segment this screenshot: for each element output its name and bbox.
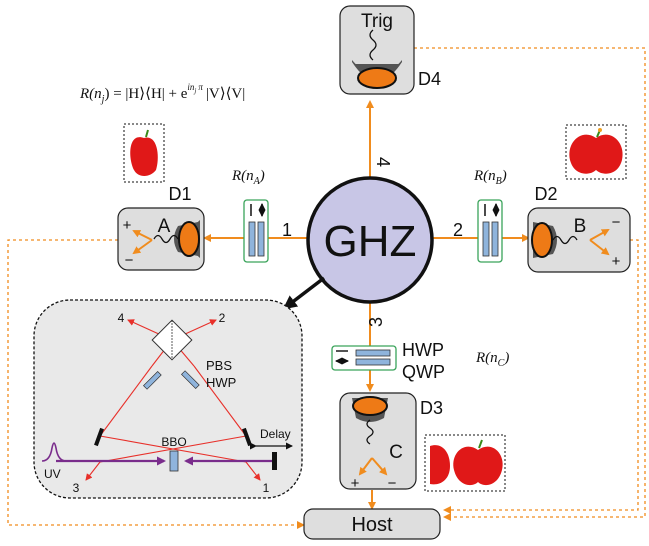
detector-d3: C + − D3 [339,392,443,492]
source-inset: PBS HWP BBO Delay UV 4 2 3 1 [33,299,303,499]
waveplate-a-1 [248,221,256,257]
d3-label: D3 [420,398,443,418]
waveplate-a-2 [257,221,265,257]
inset-uv-label: UV [44,467,61,481]
waveplate-c-2 [355,358,391,366]
d2-party: B [574,216,587,237]
inset-hwp-left [143,371,162,390]
waveplate-b-2 [491,221,499,257]
trig-fiber-icon [369,29,377,61]
inset-delay-label: Delay [260,427,291,441]
d2-label: D2 [534,184,557,204]
d2-plus: + [612,253,621,270]
d1-plus: + [123,217,132,234]
detector-d2: B − + D2 [527,184,631,273]
d1-party: A [158,216,171,237]
trig-lens-icon [357,67,397,89]
mirror-left [94,427,104,447]
inset-output-3: 3 [73,481,80,495]
inset-output-1: 1 [263,481,270,495]
inset-output-2: 2 [219,311,226,325]
rotation-label-a: R(nA) [231,168,265,187]
mirror-right [242,427,252,447]
pbs-icon [151,319,193,361]
apple-a-icon [123,123,165,183]
port-4: 4 [373,157,393,167]
d3-party: C [389,442,403,463]
d1-label: D1 [168,184,191,204]
inset-output-4: 4 [118,311,125,325]
detector-d1: A + − D1 [117,184,205,271]
port-3: 3 [366,317,386,327]
rotation-label-c: R(nC) [475,350,509,369]
port-2: 2 [453,220,463,240]
apple-b-icon [565,124,627,180]
signal-line-d2 [443,239,639,514]
d3-lens-icon [352,396,388,416]
d3-minus: − [388,475,397,492]
ghz-label: GHZ [324,217,417,266]
waveplate-b-1 [482,221,490,257]
inset-hwp-right [181,370,200,389]
qwp-label: QWP [402,362,445,382]
d1-fiber-icon [153,234,179,244]
d1-minus: − [125,252,134,269]
signal-line-trig [414,47,646,521]
inset-hwp-label: HWP [206,375,236,390]
waveplates-a [243,200,268,263]
rotation-label-b: R(nB) [473,168,507,187]
port-1: 1 [282,220,292,240]
bbo-crystal [169,450,179,472]
d2-lens-icon [531,222,553,258]
host: Host [303,508,441,540]
pump-mirror [272,452,277,470]
waveplate-c-1 [355,349,391,357]
signal-line-d1 [7,239,305,529]
trig-label: Trig [361,11,393,32]
hwp-label: HWP [402,340,444,360]
d4-label: D4 [418,69,441,89]
d2-minus: − [612,214,621,231]
ghz-source: GHZ [306,176,434,304]
waveplates-b [477,200,502,263]
waveplates-c [332,345,397,371]
d2-fiber-icon [552,235,578,245]
host-label: Host [351,514,393,536]
d1-lens-icon [178,221,200,257]
inset-bbo-label: BBO [161,435,186,449]
d3-fiber-icon [366,419,374,445]
inset-pbs-label: PBS [206,358,232,373]
d3-plus: + [351,475,360,492]
signal-lines [7,47,646,529]
uv-pulse-icon [41,442,67,462]
apple-c-icon [424,434,506,492]
detector-trig: Trig D4 [339,5,441,95]
inset-pointer-arrow [282,276,326,310]
